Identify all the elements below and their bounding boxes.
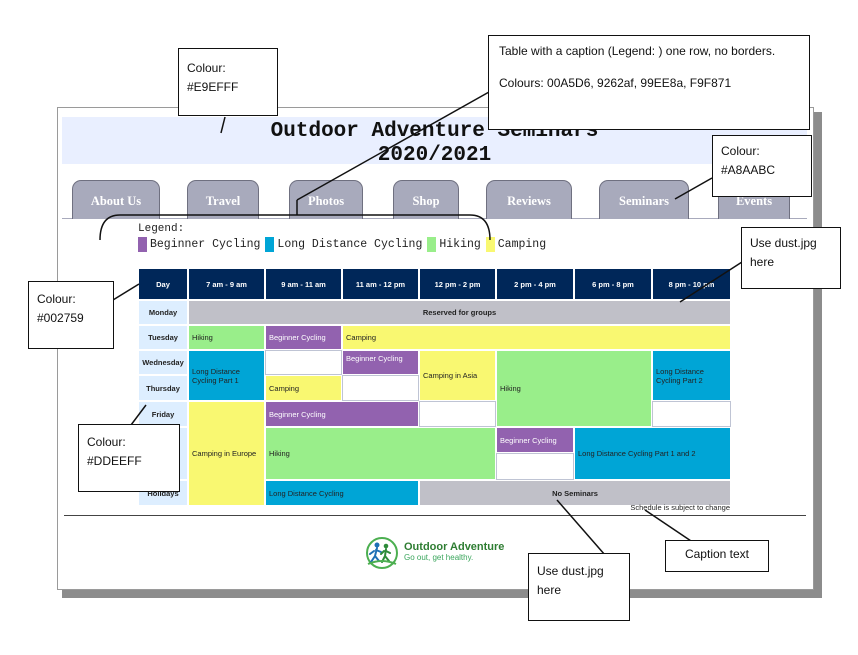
event-long-distance-cycling: Long Distance Cycling: [265, 480, 419, 506]
column-header: 6 pm - 8 pm: [574, 268, 652, 300]
annotation-day-column-colour: Colour: #DDEEFF: [78, 424, 180, 492]
annotation-dust-top: Use dust.jpg here: [741, 227, 841, 289]
legend-swatch-blue: [265, 237, 275, 252]
legend-item: Beginner Cycling: [138, 237, 260, 252]
annotation-header-row-colour: Colour: #002759: [28, 281, 114, 349]
legend-caption: Legend:: [138, 223, 185, 235]
tab-shop[interactable]: Shop: [393, 180, 459, 219]
column-header: 9 am - 11 am: [265, 268, 342, 300]
footer-rule: [64, 515, 806, 516]
column-header: 2 pm - 4 pm: [496, 268, 574, 300]
column-header: 11 am - 12 pm: [342, 268, 419, 300]
column-header: 7 am - 9 am: [188, 268, 265, 300]
event-camping: Camping: [265, 375, 342, 401]
logo-runners-icon: [366, 537, 398, 569]
annotation-header-colour: Colour: #E9EFFF: [178, 48, 278, 116]
legend-swatch-yellow: [485, 237, 495, 252]
tab-travel[interactable]: Travel: [187, 180, 259, 219]
event-hiking: Hiking: [265, 427, 496, 480]
event-long-distance-part1-and-2: Long Distance Cycling Part 1 and 2: [574, 427, 731, 480]
empty-slot: [496, 453, 574, 480]
annotation-caption-text: Caption text: [665, 540, 769, 572]
day-cell-tuesday: Tuesday: [138, 325, 188, 350]
event-camping-in-europe: Camping in Europe: [188, 401, 265, 506]
legend-item: Hiking: [427, 237, 481, 252]
event-reserved-for-groups: Reserved for groups: [188, 300, 731, 325]
tab-photos[interactable]: Photos: [289, 180, 363, 219]
legend-row: Beginner Cycling Long Distance Cycling H…: [138, 237, 546, 252]
tab-about-us[interactable]: About Us: [72, 180, 160, 219]
logo-tagline: Go out, get healthy.: [404, 553, 474, 562]
event-long-distance-part1: Long Distance Cycling Part 1: [188, 350, 265, 401]
annotation-legend-table: Table with a caption (Legend: ) one row,…: [488, 35, 810, 130]
day-cell-wednesday: Wednesday: [138, 350, 188, 375]
event-beginner-cycling: Beginner Cycling: [265, 325, 342, 350]
day-cell-thursday: Thursday: [138, 375, 188, 401]
event-beginner-cycling: Beginner Cycling: [342, 350, 419, 375]
table-caption: Schedule is subject to change: [630, 503, 730, 512]
event-beginner-cycling: Beginner Cycling: [496, 427, 574, 453]
column-header: 12 pm - 2 pm: [419, 268, 496, 300]
column-header-day: Day: [138, 268, 188, 300]
legend-item: Long Distance Cycling: [265, 237, 422, 252]
tab-seminars[interactable]: Seminars: [599, 180, 689, 219]
legend-item: Camping: [485, 237, 546, 252]
annotation-dust-bottom: Use dust.jpg here: [528, 553, 630, 621]
event-camping: Camping: [342, 325, 731, 350]
logo-name: Outdoor Adventure: [404, 541, 505, 553]
event-camping-in-asia: Camping in Asia: [419, 350, 496, 401]
event-hiking: Hiking: [496, 350, 652, 427]
empty-slot: [652, 401, 731, 427]
empty-slot: [419, 401, 496, 427]
event-beginner-cycling: Beginner Cycling: [265, 401, 419, 427]
event-hiking: Hiking: [188, 325, 265, 350]
empty-slot: [265, 350, 342, 375]
event-no-seminars: No Seminars: [419, 480, 731, 506]
tab-reviews[interactable]: Reviews: [486, 180, 572, 219]
empty-slot: [342, 375, 419, 401]
day-cell-monday: Monday: [138, 300, 188, 325]
legend-swatch-green: [427, 237, 437, 252]
event-long-distance-part2: Long Distance Cycling Part 2: [652, 350, 731, 401]
annotation-tab-colour: Colour: #A8AABC: [712, 135, 812, 197]
legend-swatch-purple: [138, 237, 147, 252]
